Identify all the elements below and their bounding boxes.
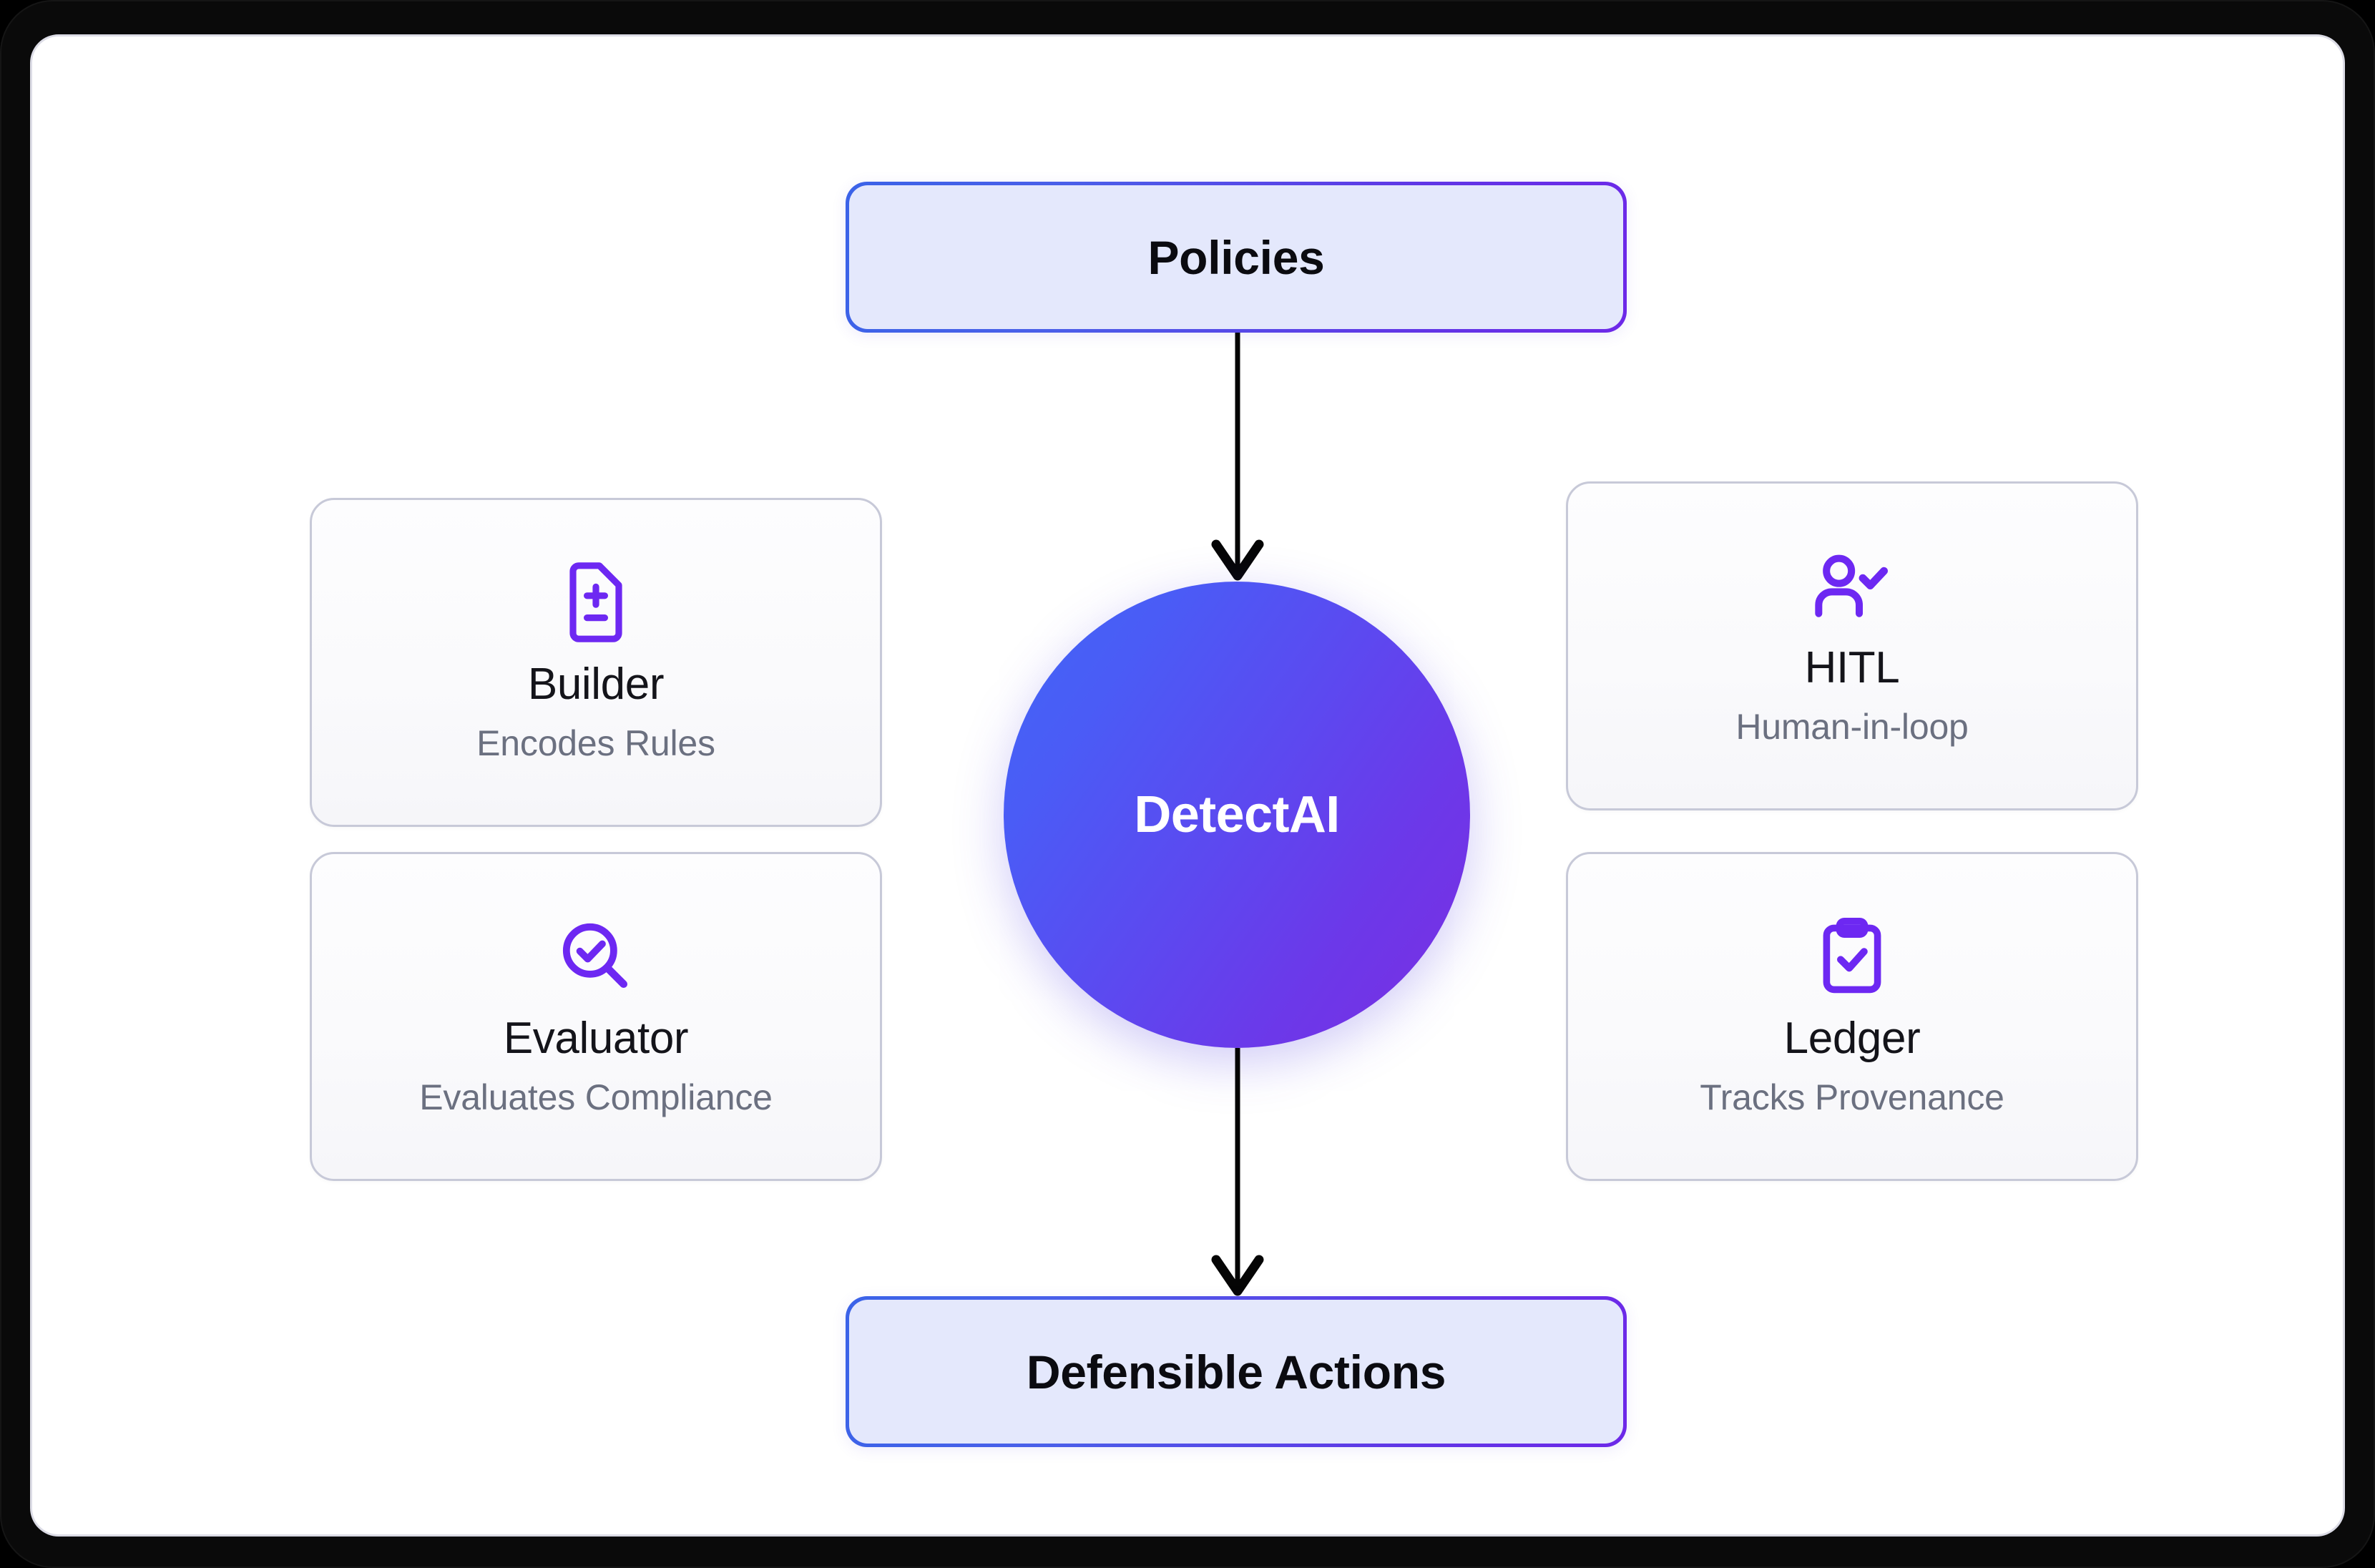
card-evaluator-title: Evaluator <box>503 1014 689 1064</box>
card-builder[interactable]: Builder Encodes Rules <box>310 498 882 827</box>
user-check-icon <box>1810 546 1894 626</box>
connector-policies-to-hub <box>1230 333 1245 582</box>
file-diff-icon <box>562 562 630 643</box>
connector-hub-to-actions <box>1230 1048 1245 1297</box>
diagram-page: Policies DetectAI <box>30 34 2345 1537</box>
node-detectai-hub[interactable]: DetectAI <box>1004 582 1470 1048</box>
clipboard-check-icon <box>1817 916 1887 996</box>
node-defensible-actions-label: Defensible Actions <box>1026 1345 1446 1398</box>
card-ledger[interactable]: Ledger Tracks Provenance <box>1566 852 2138 1181</box>
node-detectai-label: DetectAI <box>1134 786 1340 843</box>
node-policies[interactable]: Policies <box>846 182 1627 333</box>
diagram-canvas: Policies DetectAI <box>32 36 2343 1534</box>
node-defensible-actions[interactable]: Defensible Actions <box>846 1296 1627 1447</box>
card-builder-subtitle: Encodes Rules <box>476 723 715 764</box>
node-policies-label: Policies <box>1147 230 1325 284</box>
card-hitl[interactable]: HITL Human-in-loop <box>1566 481 2138 810</box>
node-defensible-actions-inner: Defensible Actions <box>849 1300 1623 1444</box>
card-ledger-subtitle: Tracks Provenance <box>1700 1077 2004 1118</box>
card-hitl-title: HITL <box>1804 643 1900 693</box>
node-policies-inner: Policies <box>849 185 1623 329</box>
search-check-icon <box>558 916 634 996</box>
card-hitl-subtitle: Human-in-loop <box>1735 707 1969 748</box>
card-ledger-title: Ledger <box>1783 1014 1921 1064</box>
card-evaluator-subtitle: Evaluates Compliance <box>419 1077 773 1118</box>
card-evaluator[interactable]: Evaluator Evaluates Compliance <box>310 852 882 1181</box>
card-builder-title: Builder <box>527 660 665 710</box>
